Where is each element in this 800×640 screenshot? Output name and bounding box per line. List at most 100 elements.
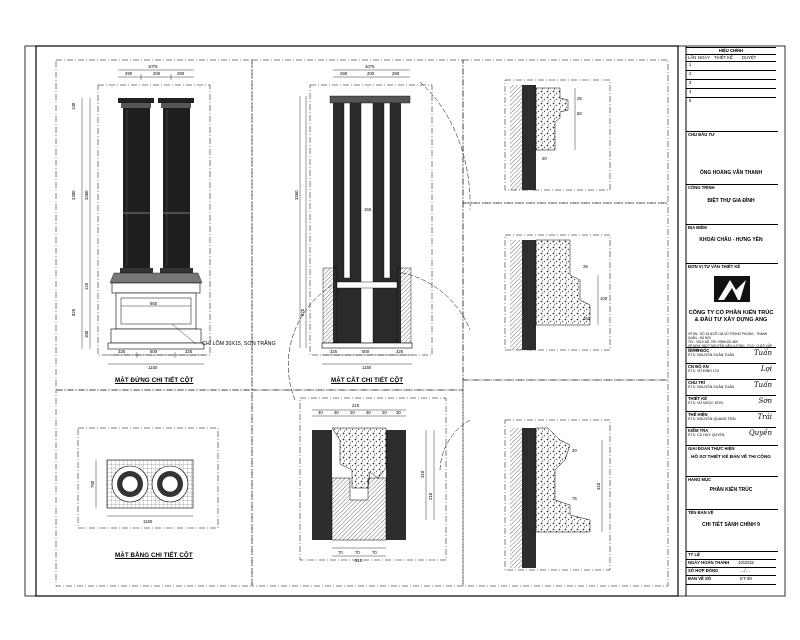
dim-left-130: 130	[71, 102, 76, 110]
sec-dim-top-1: 290	[340, 71, 348, 76]
dim-base-part-3: 325	[185, 349, 193, 354]
inner-border	[35, 45, 679, 597]
paint-note: CHỈ LÕM 30X15, SƠN TRẮNG	[202, 341, 276, 347]
d1-dim-b: 50	[577, 111, 582, 116]
d1-dim-c: 20	[542, 156, 547, 161]
corn-dim-b2: 70	[355, 550, 360, 555]
dim-base-650: 650	[150, 301, 158, 306]
corn-dim-top: 210	[352, 403, 360, 408]
detail-3-drawing: 310 20 75	[504, 419, 611, 571]
address-line-1: VP.HN : SỐ 15 NGÕ 104 VŨ TRỌNG PHỤNG - T…	[688, 332, 768, 340]
company-name: CÔNG TY CỔ PHẦN KIẾN TRÚC	[688, 310, 774, 316]
sec-dim-825: 825	[300, 308, 305, 316]
sheet-value: KT-39	[740, 576, 752, 581]
corn-dim-p6: 30	[396, 410, 401, 415]
dim-left-125: 125	[84, 282, 89, 290]
date-value: 10/2015	[738, 560, 754, 565]
dim-top-part-2: 200	[153, 71, 161, 76]
rev-row-1: 1	[686, 61, 776, 71]
signature-4: Sơn	[758, 397, 772, 405]
sec-dim-top-2: 200	[367, 71, 375, 76]
elevation-drawing: 1075 290 200 290 130 2380 825 3360 125 1…	[71, 64, 211, 370]
rev-col-3: THIẾT KẾ	[714, 55, 733, 60]
signature-3: Tuấn	[754, 381, 772, 389]
dim-col-height: 3360	[84, 190, 89, 200]
corn-dim-p1: 40	[318, 410, 323, 415]
dim-top-total: 1075	[148, 64, 158, 69]
sheet-row: BẢN VẼ SỐ KT-39	[686, 575, 776, 585]
plan-drawing: 760 1150	[77, 427, 219, 529]
location-label: ĐỊA ĐIỂM	[686, 224, 778, 230]
sec-dim-base-2: 500	[362, 349, 370, 354]
role-row-3: CHỦ TRÌ KTS. NGUYỄN XUÂN TUẤN Tuấn	[686, 379, 776, 396]
role-row-5: THỂ HIỆN KTS. NGUYỄN QUANG TRÁI Trái	[686, 411, 776, 428]
corn-dim-side-2: 210	[428, 492, 433, 500]
signature-1: Tuấn	[754, 349, 772, 357]
panel-grid	[55, 59, 669, 587]
phase-label: GIAI ĐOẠN THỰC HIỆN	[686, 445, 778, 451]
sec-dim-top-3: 290	[392, 71, 400, 76]
sec-dim-height: 3360	[294, 190, 299, 200]
dim-top-part-1: 290	[125, 71, 133, 76]
project-label: CÔNG TRÌNH	[686, 184, 778, 190]
signature-2: Lợi	[760, 365, 772, 373]
company-address: VP.HN : SỐ 15 NGÕ 104 VŨ TRỌNG PHỤNG - T…	[686, 332, 776, 352]
sec-dim-base-total: 1150	[362, 365, 372, 370]
d2-dim-a: 100	[600, 296, 608, 301]
rev-row-2: 2	[686, 70, 776, 80]
dim-left-100: 100	[84, 330, 89, 338]
corn-dim-side: 310	[420, 470, 425, 478]
sec-dim-top-total: 1075	[365, 64, 375, 69]
cornice-detail-drawing: 210 40 30 20 30 20 30 310 210 70 70 70 2…	[299, 397, 447, 563]
drawing-name-label: TÊN BẢN VẼ	[686, 509, 778, 515]
category-label: HẠNG MỤC	[686, 476, 778, 482]
plan-dim-total: 1150	[143, 519, 153, 524]
corn-dim-b3: 70	[372, 550, 377, 555]
dim-base-total: 1150	[148, 365, 158, 370]
phase-value: HỒ SƠ THIẾT KẾ BẢN VẼ THI CÔNG	[691, 454, 771, 459]
title-block: HIỆU CHỈNH LẦN NGÀY THIẾT KẾ DUYỆT 1 2 3…	[686, 47, 778, 595]
sec-dim-base-3: 325	[396, 349, 404, 354]
d2-dim-c: 150	[583, 316, 591, 321]
sec-dim-mid: 150	[364, 207, 372, 212]
d1-dim-a: 25	[577, 96, 582, 101]
plan-dim-h: 760	[90, 480, 95, 488]
role-row-4: THIẾT KẾ KTS. VŨ NGỌC SƠN Sơn	[686, 395, 776, 412]
dim-left-2380: 2380	[71, 190, 76, 200]
scale-row: TỶ LỆ	[686, 551, 778, 560]
corn-dim-b1: 70	[338, 550, 343, 555]
project-name: BIỆT THỰ GIA ĐÌNH	[707, 198, 755, 204]
rev-row-3: 3	[686, 79, 776, 89]
date-row: NGÀY HOÀN THÀNH 10/2015	[686, 559, 776, 568]
consultant-label: ĐƠN VỊ TƯ VẤN THIẾT KẾ	[686, 263, 778, 269]
address-line-2: TEL : 0915.181.799 / 0985.001.600	[688, 340, 739, 344]
investor-label: CHỦ ĐẦU TƯ	[686, 131, 778, 137]
company-logo	[714, 276, 750, 302]
dim-left-825: 825	[71, 308, 76, 316]
role-row-6: KIỂM TRA KTS. CÙ HUY QUYỀN Quyền	[686, 427, 776, 444]
revision-columns: LẦN NGÀY THIẾT KẾ DUYỆT	[686, 54, 776, 62]
role-row-1: GIÁM ĐỐC KTS. NGUYỄN XUÂN TUẤN Tuấn	[686, 347, 776, 364]
detail-2-drawing: 100 25 150	[504, 234, 611, 351]
sec-dim-base-1: 325	[330, 349, 338, 354]
signature-6: Quyền	[748, 429, 772, 437]
d3-dim-a: 20	[572, 448, 577, 453]
contract-value: …/…	[740, 568, 751, 573]
location-name: KHOÁI CHÂU - HƯNG YÊN	[699, 237, 763, 243]
corn-dim-p2: 30	[334, 410, 339, 415]
dim-top-part-3: 290	[177, 71, 185, 76]
rev-col-4: DUYỆT	[742, 55, 757, 60]
address-line-3: VP.HCM: 45/27 NGUYỄN VĂN LƯỢNG - P.10 - …	[688, 344, 774, 352]
drawing-name: CHI TIẾT SẢNH CHÍNH 9	[702, 522, 760, 528]
rev-col-1: LẦN	[688, 55, 697, 60]
corn-dim-b-total: 210	[355, 558, 363, 563]
d2-dim-b: 25	[583, 264, 588, 269]
callout-arc	[419, 81, 471, 211]
corn-dim-p4: 30	[366, 410, 371, 415]
d3-dim-side: 310	[596, 482, 601, 490]
rev-row-5: 5	[686, 97, 776, 107]
company-name-2: & ĐẦU TƯ XÂY DỰNG ANG	[694, 317, 768, 323]
elevation-caption: MẶT ĐỨNG CHI TIẾT CỘT	[115, 377, 194, 384]
revision-header: HIỆU CHỈNH	[686, 47, 776, 55]
